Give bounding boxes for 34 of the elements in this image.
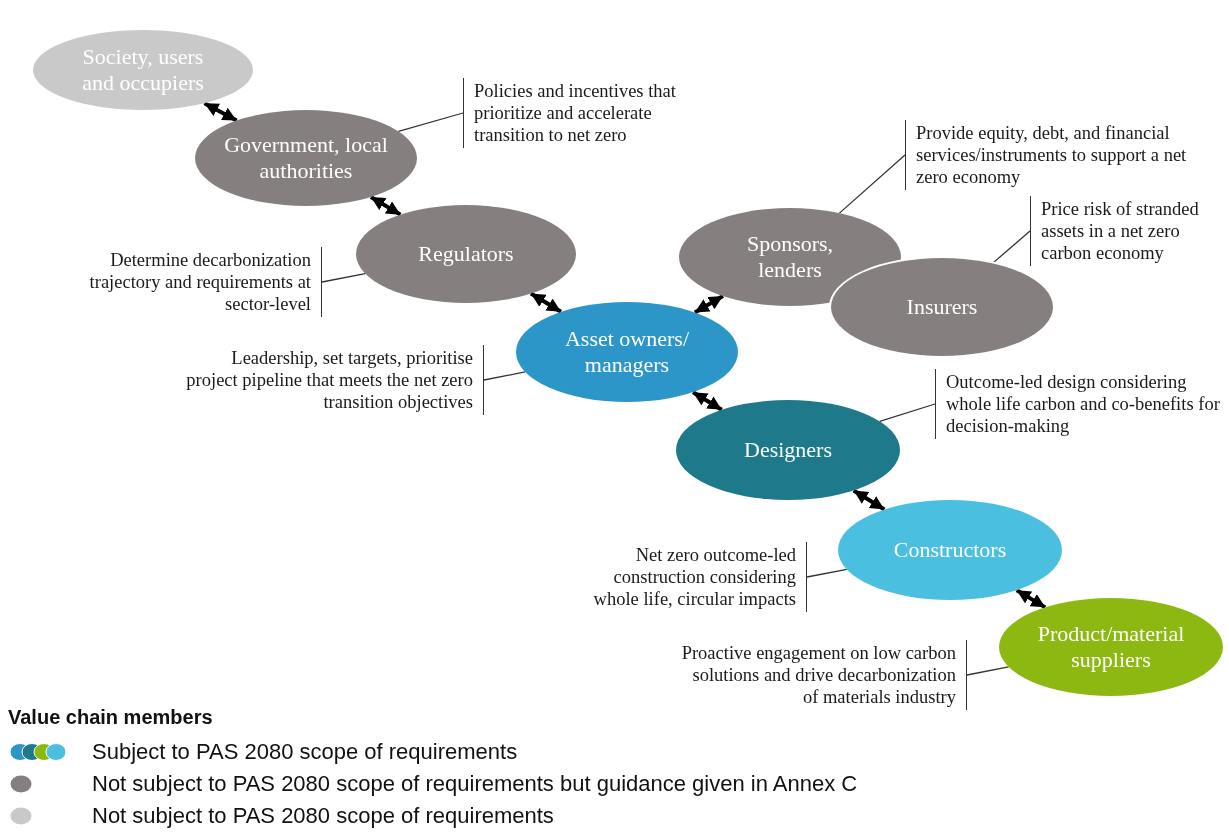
leader-line [879,403,936,422]
annotation-text: Price risk of stranded assets in a net zero carbon economy [1030,196,1229,266]
member-label: Asset owners/ managers [563,326,690,378]
member-label: Insurers [906,294,978,320]
annotation-text: Net zero outcome-led construction considering whole life, circular impacts [566,542,807,612]
annotation-text: Provide equity, debt, and financial services/instruments to support a net zero economy [905,120,1201,190]
leader-line [321,272,366,283]
annotation-text: Policies and incentives that prioritize and accelerate transition to net zero [463,78,713,148]
annotation-text: Outcome-led design considering whole life carbon and co-benefits for decision-making [935,369,1227,439]
double-arrow [529,291,562,314]
legend-text: Not subject to PAS 2080 scope of requirements [92,803,554,829]
annotation-text: Leadership, set targets, prioritise project pipeline that meets the net zero transition objectives [180,345,484,415]
legend-text: Not subject to PAS 2080 scope of requirements but guidance given in Annex C [92,771,858,797]
double-arrow [693,294,724,315]
leader-line [838,154,906,214]
leader-line [483,371,526,381]
double-arrow [203,101,238,123]
double-arrow [852,488,886,512]
leader-line [966,666,1010,676]
annotation-text: Determine decarbonization trajectory and requirements at sector-level [60,247,322,317]
member-label: Constructors [893,537,1007,563]
leader-line [806,568,848,578]
annotation-text: Proactive engagement on low carbon solutions and drive decarbonization of materials industry [680,640,967,710]
member-label: Government, local authorities [223,132,389,184]
double-arrow [1015,588,1047,610]
double-arrow [692,390,723,412]
legend-title: Value chain members [8,706,213,729]
member-label: Designers [744,437,832,463]
member-label: Product/material suppliers [1036,621,1186,673]
member-label: Regulators [418,241,514,267]
double-arrow [369,195,402,217]
leader-line [397,112,464,133]
legend-text: Subject to PAS 2080 scope of requirements [92,739,518,765]
member-label: Sponsors, lenders [745,231,835,283]
